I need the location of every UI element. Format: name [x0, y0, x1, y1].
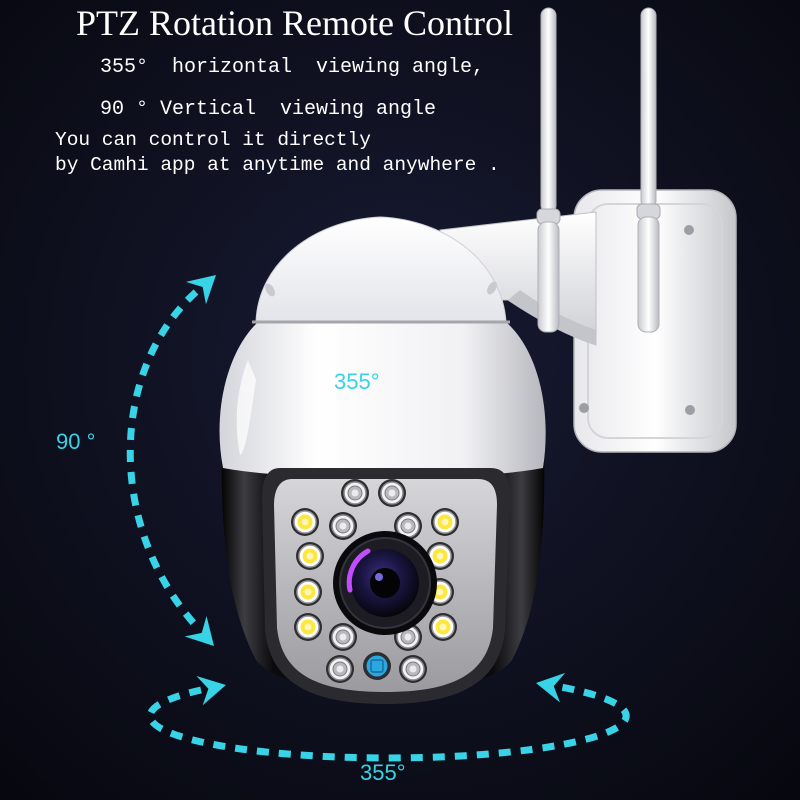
lens-pupil	[370, 568, 400, 598]
antenna-right-base	[637, 216, 660, 333]
ir-led	[398, 654, 428, 684]
ir-led	[377, 478, 407, 508]
camera-lens	[333, 531, 437, 635]
warm-light-led	[428, 612, 458, 642]
ir-led	[325, 654, 355, 684]
dome-shell	[219, 322, 546, 479]
lens-reflection	[346, 548, 371, 593]
dome-angle-marking: 355°	[334, 369, 380, 394]
mount-screw	[684, 225, 694, 235]
antenna-left-base	[537, 221, 560, 333]
vertical-angle-text: 90 ° Vertical viewing angle	[100, 98, 437, 121]
dome-cap	[255, 216, 507, 323]
vertical-rotation-arc	[126, 289, 201, 631]
warm-light-led	[293, 612, 323, 642]
control-text-line2: by Camhi app at anytime and anywhere .	[55, 154, 500, 176]
warm-light-led	[295, 541, 325, 571]
warm-light-led	[430, 507, 460, 537]
control-text-line1: You can control it directly	[55, 129, 371, 151]
ir-led	[340, 478, 370, 508]
lens-glint	[375, 573, 383, 581]
horizontal-rotation-arc	[146, 682, 630, 762]
antenna-right	[636, 7, 661, 333]
light-sensor-grid	[370, 659, 384, 673]
warm-light-led	[293, 577, 323, 607]
horizontal-angle-text: 355° horizontal viewing angle,	[100, 56, 485, 79]
antenna-right-rod	[640, 7, 657, 209]
vertical-rotation-label: 90 °	[56, 429, 96, 454]
mount-screw	[685, 405, 695, 415]
mount-screw	[579, 403, 589, 413]
dome-highlight	[236, 360, 256, 455]
light-sensor	[363, 652, 391, 680]
headline: PTZ Rotation Remote Control	[76, 3, 513, 43]
antenna-left	[536, 7, 561, 333]
horizontal-rotation-label: 355°	[360, 760, 406, 785]
ir-led	[328, 511, 358, 541]
warm-light-led	[290, 507, 320, 537]
light-sensor-window	[366, 655, 388, 677]
dome-screw-hole	[265, 283, 275, 297]
dome-screw-hole	[487, 281, 497, 295]
antenna-left-rod	[540, 7, 557, 214]
ir-led	[328, 622, 358, 652]
